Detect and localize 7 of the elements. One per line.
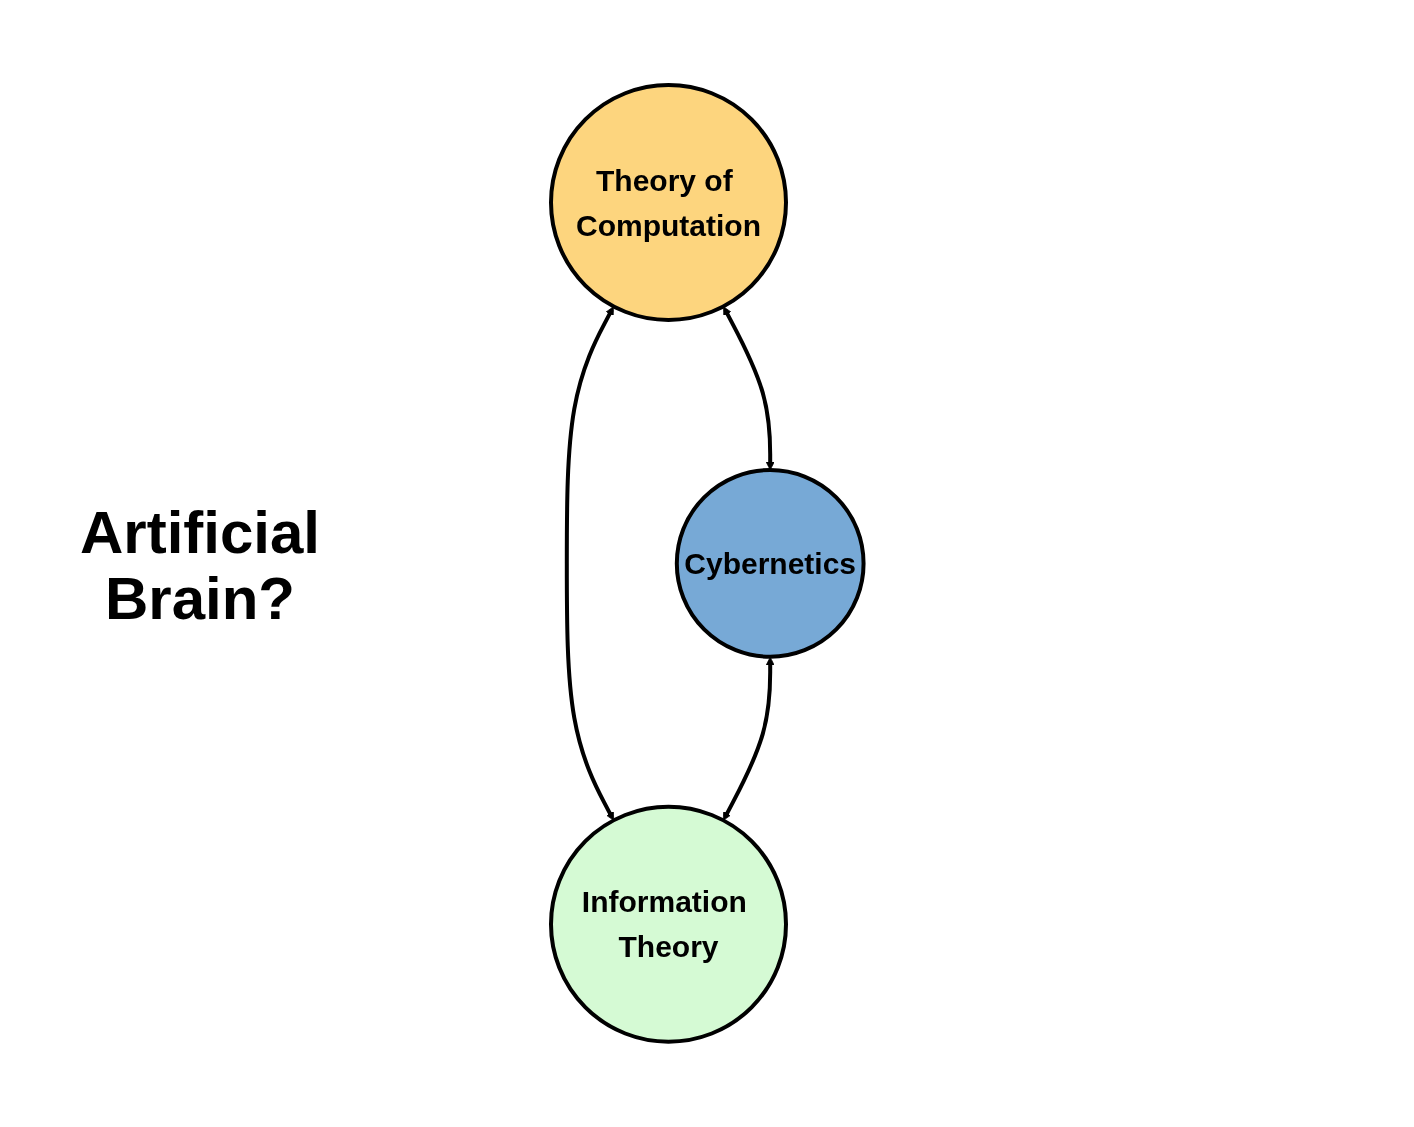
node-circle: Information Theory bbox=[548, 804, 788, 1044]
node-circle: Theory of Computation bbox=[548, 83, 788, 323]
node-circle: Cybernetics bbox=[674, 468, 866, 659]
arrow bbox=[722, 306, 775, 471]
center-label: Artificial Brain? bbox=[78, 500, 322, 632]
arrow bbox=[722, 656, 775, 821]
arrow bbox=[564, 306, 614, 821]
